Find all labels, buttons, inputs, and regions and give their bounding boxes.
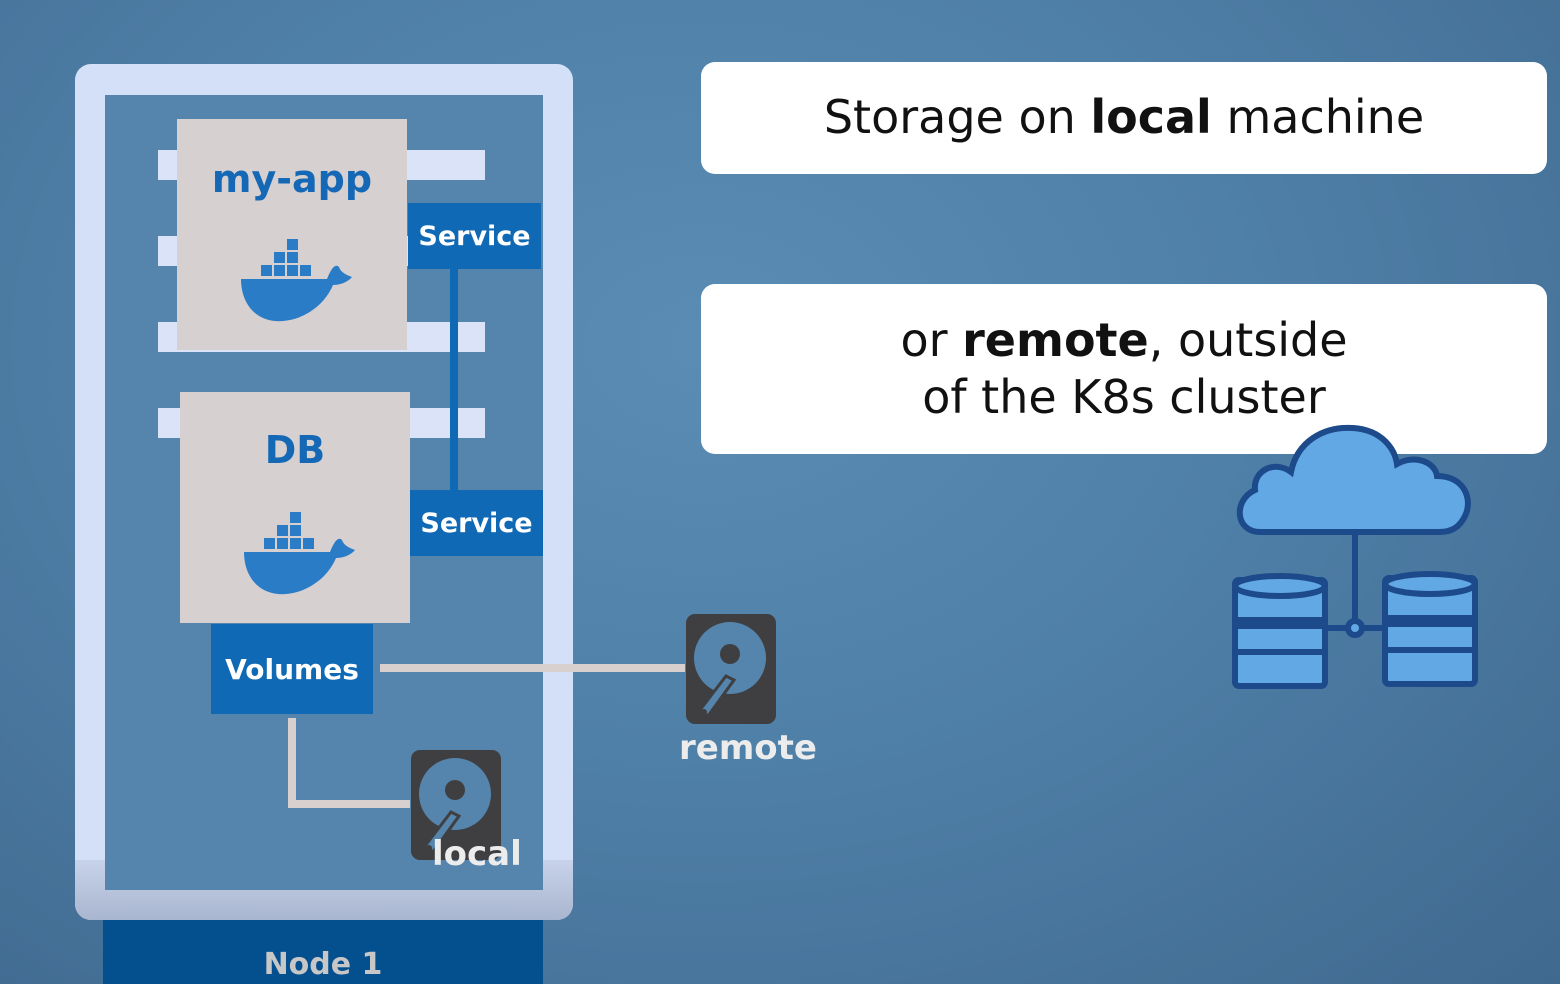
volumes-box[interactable]: Volumes [211,624,373,714]
remote-storage-label: remote [679,728,817,768]
remote-connector-line [380,664,685,672]
callout-text: Storage on local machine [823,90,1425,145]
hard-drive-icon [411,750,501,860]
service-my-app[interactable]: Service [408,203,541,269]
docker-whale-icon [244,512,355,595]
service-db[interactable]: Service [410,490,543,556]
local-connector-line-horizontal [288,800,410,808]
pod-title: my-app [211,157,373,201]
callout-remote: or remote, outside of the K8s cluster [701,284,1547,454]
pod-my-app[interactable]: my-app [177,119,407,350]
hard-drive-icon [686,614,776,724]
docker-whale-icon [241,239,352,322]
pod-title: DB [264,428,326,472]
local-connector-line-vertical [288,718,296,808]
node-label-bar: Node 1 [103,920,543,984]
local-storage-label: local [432,834,522,874]
cloud-database-icon [1232,424,1478,689]
service-connector-line [450,260,458,500]
node-label: Node 1 [263,947,383,982]
callout-local: Storage on local machine [701,62,1547,174]
callout-text: or remote, outside of the K8s cluster [900,312,1348,425]
pod-db[interactable]: DB [180,392,410,623]
